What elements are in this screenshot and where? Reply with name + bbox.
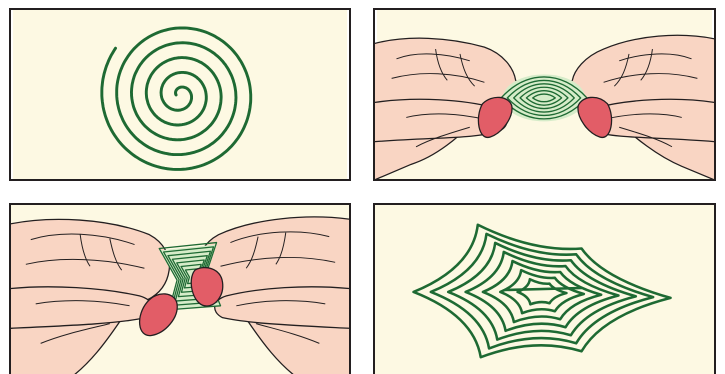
coil-loop [532,93,556,103]
twist-illustration [11,205,349,374]
panel-stretched [373,203,716,374]
coil-loop [412,223,672,359]
spiral-coil [100,26,253,171]
right-hand [567,34,714,179]
coil-fill [502,74,586,122]
coil-loop [499,268,586,315]
coil-loop [464,250,620,333]
left-fingernail [139,293,178,337]
panel-pinch [373,8,716,181]
coil-loop [158,241,222,311]
coil-center [503,286,583,292]
stretched-star-coil [412,223,672,359]
coil-loop [506,79,582,117]
right-fingernail [190,266,224,307]
right-hand [197,216,349,374]
left-fingernail [477,96,513,138]
stretched-illustration [375,205,714,374]
left-hand [375,37,521,179]
panel-twist [9,203,351,374]
right-fingernail [577,96,613,138]
panel-background [12,10,348,179]
spiral-illustration [12,10,348,179]
coil-loop [446,241,638,341]
coil-loop [525,89,563,106]
panel-spiral [9,8,351,181]
coil-loop [429,232,655,350]
pinch-illustration [375,10,714,179]
left-hand [11,218,171,374]
coil-loop [481,259,603,324]
coil-loop [516,277,568,306]
coil-loop [519,86,569,110]
coil-loop [513,83,575,113]
